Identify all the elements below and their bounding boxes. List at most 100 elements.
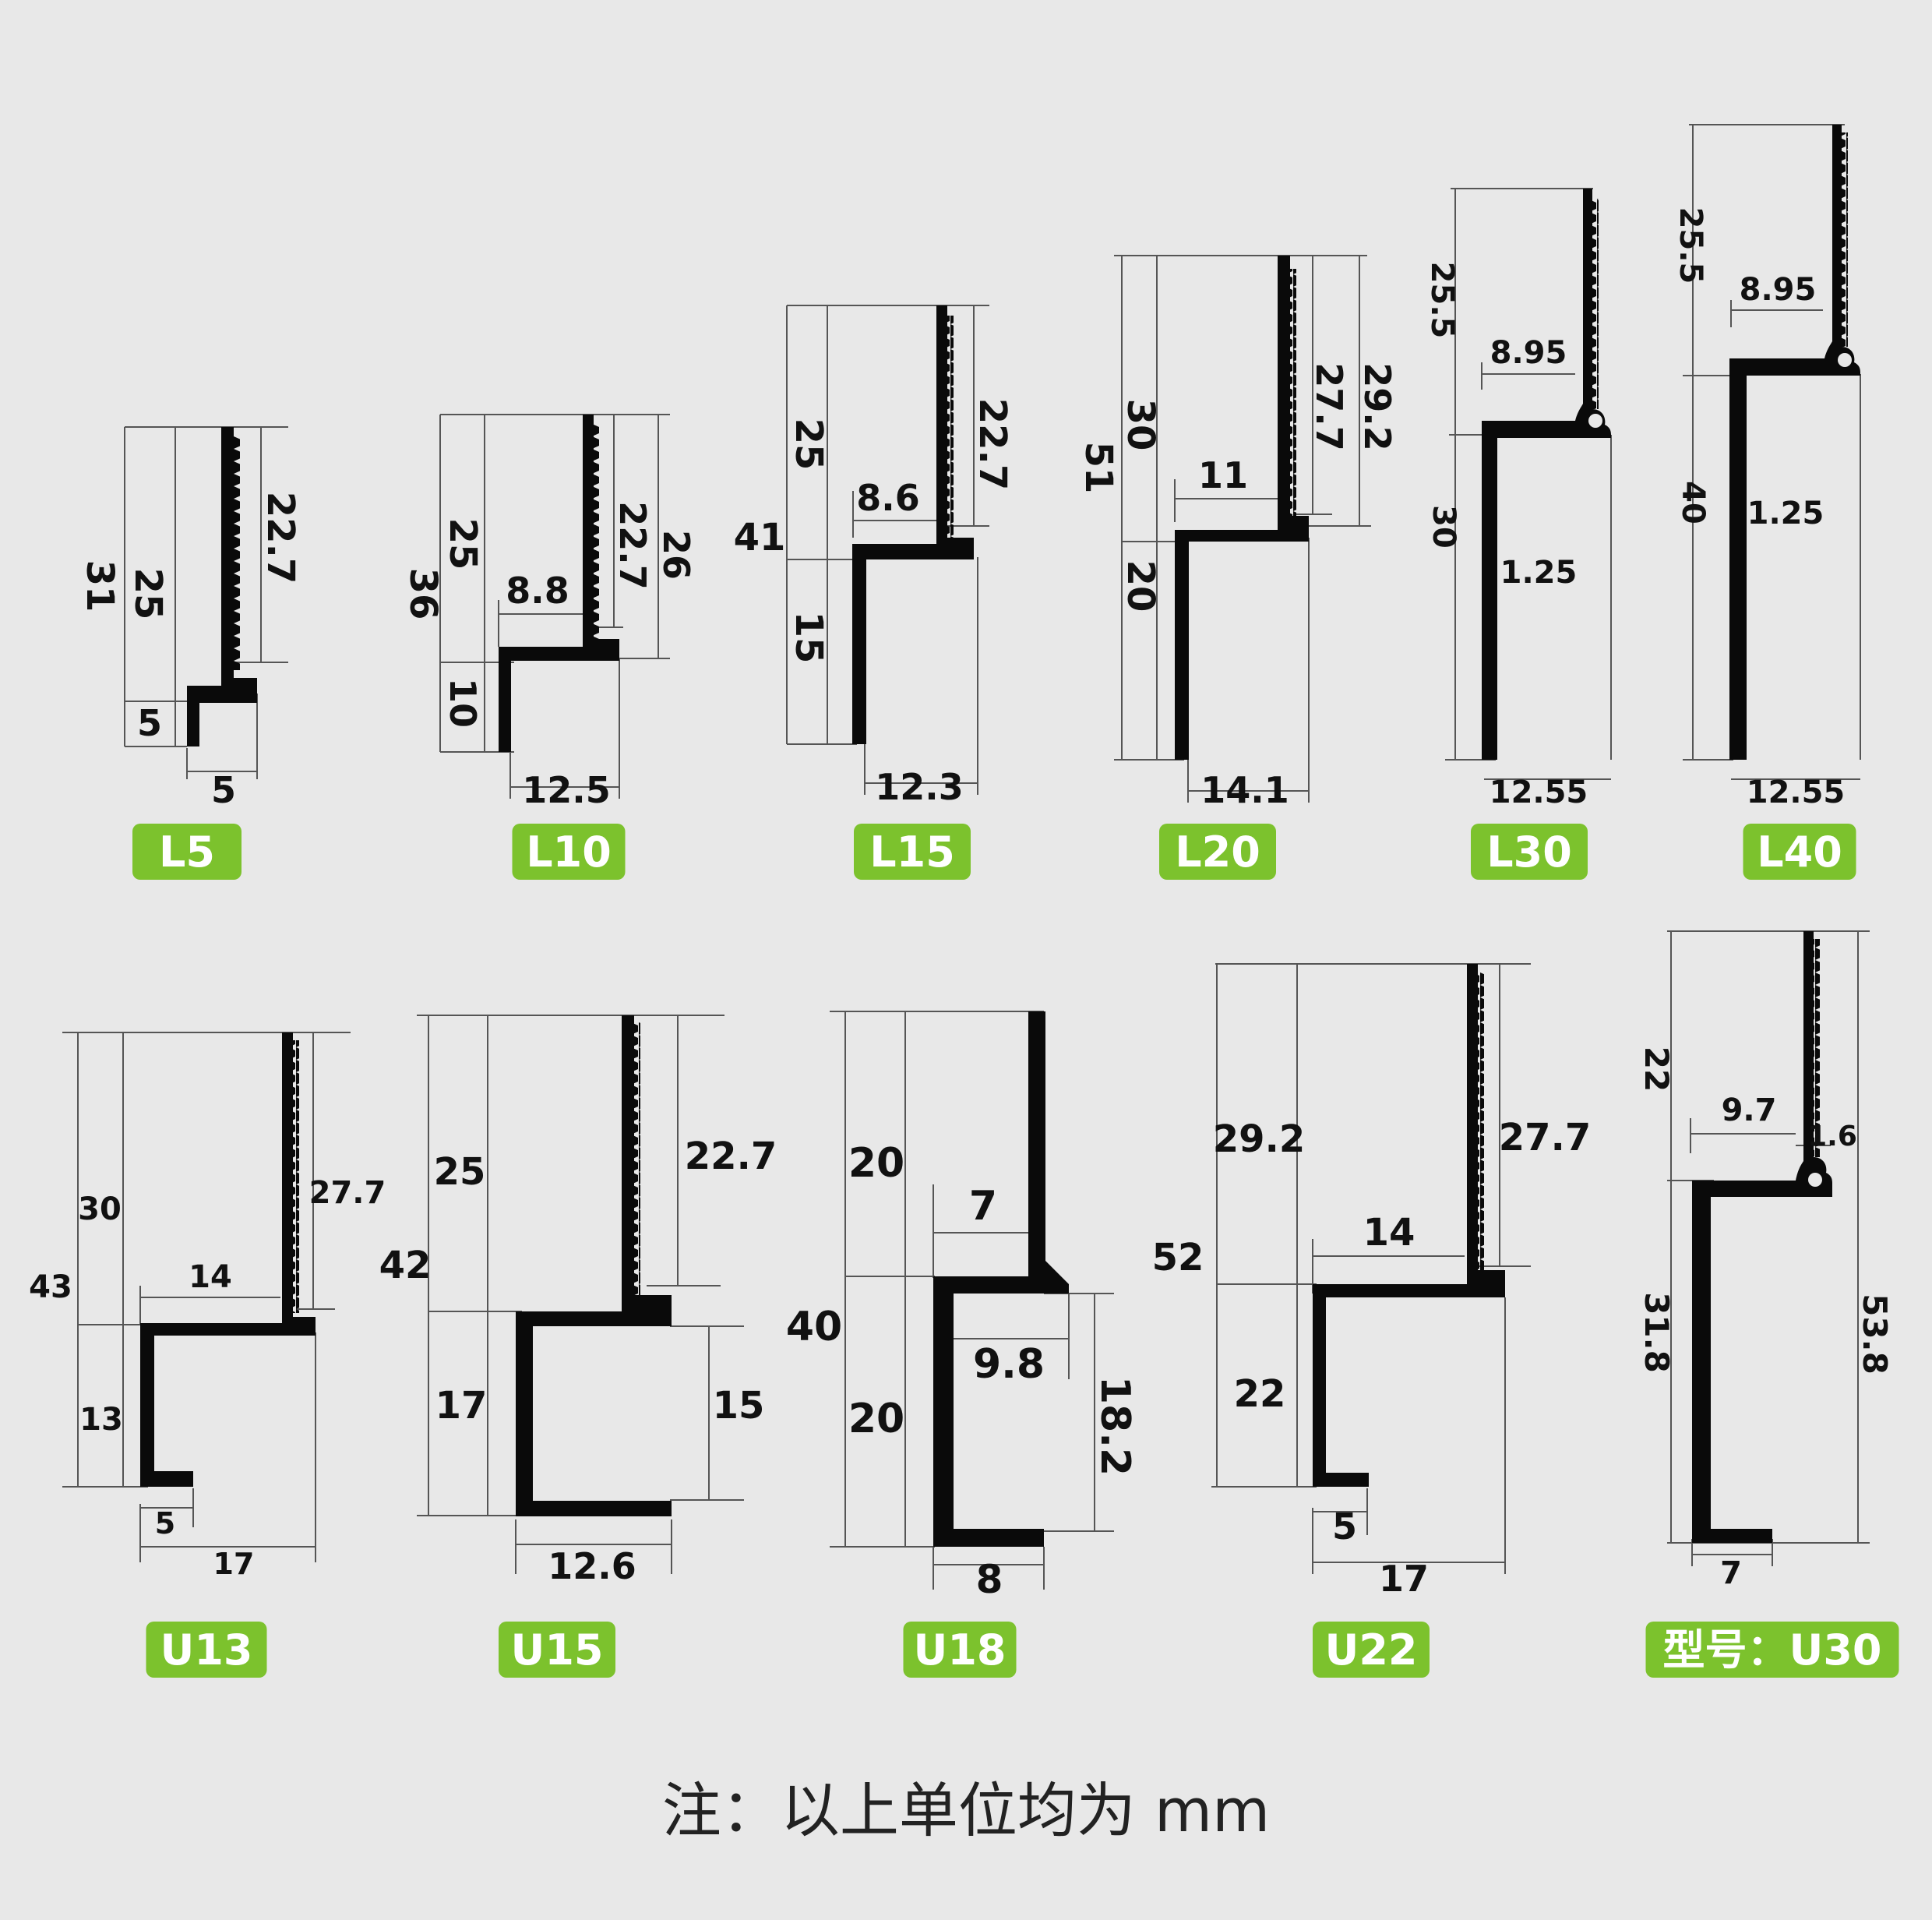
dim-30: 30 — [1426, 505, 1461, 549]
model-label: U15 — [511, 1625, 604, 1675]
profile-L5: 31 25 22.7 5 5 — [78, 426, 302, 811]
model-label: L30 — [1486, 828, 1572, 877]
badge-L15: L15 — [854, 824, 971, 880]
dim-15: 15 — [787, 612, 830, 664]
dim-17: 17 — [435, 1384, 488, 1428]
badge-background — [903, 1622, 1017, 1678]
unit-note: 注：以上单位均为 mm — [662, 1776, 1270, 1845]
dim-11: 11 — [1198, 454, 1248, 496]
dim-12-3: 12.3 — [875, 766, 964, 808]
dim-8-95: 8.95 — [1740, 272, 1817, 308]
dim-15: 15 — [713, 1384, 765, 1428]
badge-background — [1159, 824, 1276, 880]
profile-U15: 42 25 17 22.7 15 12.6 — [379, 1015, 777, 1587]
dim-5: 5 — [155, 1506, 175, 1541]
dim-22-7: 22.7 — [685, 1135, 777, 1178]
badge-background — [132, 824, 242, 880]
dim-20: 20 — [1119, 560, 1162, 612]
badge-background — [1313, 1622, 1430, 1678]
dim-22-7: 22.7 — [259, 492, 302, 584]
profile-U30: 22 31.8 9.7 1.6 53.8 7 — [1638, 930, 1894, 1591]
dim-12-5: 12.5 — [522, 769, 611, 811]
dim-1-25: 1.25 — [1747, 496, 1824, 531]
dim-8-8: 8.8 — [506, 570, 569, 612]
dim-5-height: 5 — [137, 702, 162, 744]
dim-31: 31 — [78, 560, 122, 612]
dim-5-width: 5 — [211, 769, 236, 811]
badge-background — [854, 824, 971, 880]
dim-42: 42 — [379, 1244, 432, 1287]
dim-22-7: 22.7 — [971, 398, 1014, 490]
dim-10: 10 — [442, 678, 484, 728]
badge-background — [512, 824, 626, 880]
profile-L40: 25.5 40 8.95 1.25 12.55 — [1673, 124, 1861, 810]
model-label: L40 — [1757, 828, 1842, 877]
dim-1-6: 1.6 — [1807, 1121, 1857, 1152]
dim-12-55: 12.55 — [1747, 775, 1846, 810]
profile-U18: 40 20 20 7 9.8 18.2 8 — [786, 1011, 1138, 1602]
dim-17: 17 — [213, 1547, 255, 1581]
dim-40: 40 — [786, 1304, 842, 1350]
badge-background — [499, 1622, 615, 1678]
dim-30: 30 — [78, 1191, 122, 1227]
dim-31-8: 31.8 — [1638, 1292, 1676, 1373]
model-label: U13 — [160, 1625, 253, 1675]
badge-U22: U22 — [1313, 1622, 1430, 1678]
dim-8: 8 — [976, 1557, 1003, 1602]
dim-26: 26 — [655, 530, 697, 580]
badge-L20: L20 — [1159, 824, 1276, 880]
dim-18-2: 18.2 — [1091, 1376, 1138, 1476]
badge-U18: U18 — [903, 1622, 1017, 1678]
dim-20-top: 20 — [848, 1140, 904, 1187]
dim-27-7: 27.7 — [1308, 362, 1350, 451]
model-label: L20 — [1175, 828, 1260, 877]
dim-51: 51 — [1077, 442, 1120, 494]
dim-14: 14 — [1363, 1211, 1416, 1255]
model-label: L15 — [869, 828, 955, 877]
dim-1-25: 1.25 — [1500, 555, 1578, 591]
profile-U13: 43 30 13 14 27.7 5 17 — [29, 1032, 386, 1581]
dim-22-7: 22.7 — [612, 501, 654, 590]
dim-30: 30 — [1119, 399, 1162, 451]
dim-25: 25 — [441, 518, 485, 570]
dim-25: 25 — [126, 568, 170, 620]
badge-L10: L10 — [512, 824, 626, 880]
badge-U30: 型号：U30 — [1645, 1622, 1899, 1678]
profile-L15: 41 25 15 8.6 22.7 12.3 — [734, 305, 1014, 808]
profile-L20: 51 30 20 11 27.7 29.2 14.1 — [1077, 255, 1398, 811]
dim-9-8: 9.8 — [973, 1341, 1045, 1388]
dim-25-5: 25.5 — [1673, 207, 1708, 284]
dim-8-95: 8.95 — [1490, 335, 1567, 371]
dim-29-2: 29.2 — [1213, 1117, 1305, 1161]
dim-8-6: 8.6 — [856, 477, 920, 519]
model-label: U18 — [914, 1625, 1007, 1675]
badge-U15: U15 — [499, 1622, 615, 1678]
model-label: L10 — [526, 828, 612, 877]
badge-L40: L40 — [1743, 824, 1856, 880]
badge-background — [1471, 824, 1588, 880]
dim-27-7: 27.7 — [1499, 1116, 1591, 1159]
dim-40: 40 — [1675, 481, 1711, 524]
model-label: 型号：U30 — [1663, 1625, 1882, 1675]
dim-52: 52 — [1152, 1236, 1204, 1279]
dim-25: 25 — [434, 1150, 486, 1194]
profile-L30: 25.5 30 8.95 1.25 12.55 — [1424, 188, 1612, 810]
dim-22: 22 — [1638, 1046, 1676, 1092]
dim-14-1: 14.1 — [1200, 769, 1289, 811]
profile-U22: 52 29.2 22 14 27.7 5 17 — [1152, 963, 1591, 1600]
badge-background — [146, 1622, 267, 1678]
dim-9-7: 9.7 — [1722, 1092, 1777, 1128]
badge-L5: L5 — [132, 824, 242, 880]
badge-U13: U13 — [146, 1622, 267, 1678]
dim-13: 13 — [79, 1402, 123, 1438]
dim-7: 7 — [1720, 1555, 1742, 1591]
model-label: U22 — [1325, 1625, 1418, 1675]
badge-background — [1645, 1622, 1899, 1678]
dim-12-6: 12.6 — [548, 1545, 636, 1587]
dim-36: 36 — [401, 568, 445, 620]
dim-29-2: 29.2 — [1356, 362, 1398, 451]
dim-12-55: 12.55 — [1490, 775, 1588, 810]
